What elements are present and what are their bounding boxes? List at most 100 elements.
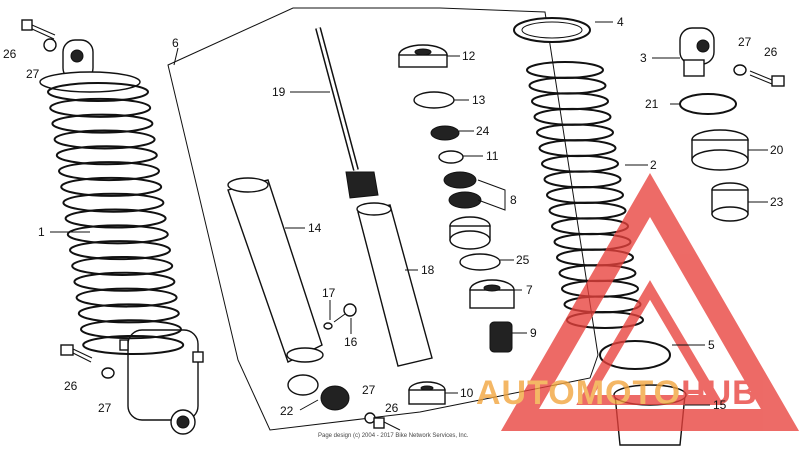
coil-turn [533, 107, 612, 126]
watermark-triangle-outer [500, 173, 800, 431]
coil-turn [536, 123, 614, 142]
label-part-27-top-left: 27 [26, 67, 40, 81]
washer-27-bottom-left [101, 367, 115, 379]
upper-mount-3 [679, 27, 715, 77]
washer-11 [438, 150, 464, 164]
label-part-8: 8 [510, 193, 517, 207]
label-part-4: 4 [617, 15, 624, 29]
label-part-22: 22 [280, 404, 294, 418]
coil-turn [526, 61, 604, 79]
coil-turn [77, 303, 180, 324]
bolt-26-center [373, 417, 401, 431]
piston-rod-19 [315, 27, 379, 199]
label-part-11: 11 [486, 149, 499, 163]
coil-turn [548, 201, 627, 220]
copyright-notice: Page design (c) 2004 - 2017 Bike Network… [318, 433, 469, 439]
label-part-5: 5 [708, 338, 715, 352]
coil-turn [528, 76, 607, 95]
coil-turn [58, 161, 160, 182]
label-part-9: 9 [530, 326, 537, 340]
ring-8a [443, 171, 477, 189]
bolt-26-bottom-left [60, 344, 93, 363]
ring-8b [448, 191, 482, 209]
bolt-26-top-left [21, 19, 56, 40]
coil-turn [64, 208, 167, 229]
spring-seat-12 [398, 44, 448, 68]
label-part-26-top-left: 26 [3, 47, 17, 61]
coil-turn [55, 145, 158, 166]
o-ring-21 [679, 93, 737, 115]
coil-turn [49, 97, 152, 118]
eye-bushing-22 [287, 374, 319, 396]
collar-8 [449, 216, 491, 250]
label-part-23: 23 [770, 195, 784, 209]
o-ring-25 [459, 253, 501, 271]
label-part-18: 18 [421, 263, 435, 277]
cylinder-14 [227, 177, 324, 363]
label-part-21: 21 [645, 97, 659, 111]
label-part-14: 14 [308, 221, 322, 235]
label-part-26-center: 26 [385, 401, 399, 415]
label-part-3: 3 [640, 51, 647, 65]
label-part-12: 12 [462, 49, 476, 63]
label-part-6: 6 [172, 36, 179, 50]
screw-16 [333, 303, 357, 323]
coil-turn [62, 192, 165, 213]
label-part-2: 2 [650, 158, 657, 172]
coil-turn [69, 240, 171, 261]
svg-text:AUTOMOTOHUB: AUTOMOTOHUB [476, 374, 758, 412]
label-part-16: 16 [344, 335, 358, 349]
label-part-1: 1 [38, 225, 45, 239]
piston-7 [469, 279, 515, 309]
watermark-text-hub: HUB [681, 374, 758, 412]
coil-turn [543, 170, 622, 189]
label-part-26-right: 26 [764, 45, 778, 59]
washer-27-top-left [43, 38, 57, 52]
coil-turn [71, 255, 174, 276]
seal-24 [430, 125, 460, 141]
label-part-27-bottom-left: 27 [98, 401, 112, 415]
coil-turn [60, 176, 163, 197]
washer-13 [413, 91, 455, 109]
label-part-27-right: 27 [738, 35, 752, 49]
washer-17 [323, 322, 333, 330]
coil-turn [66, 224, 169, 245]
label-part-25: 25 [516, 253, 530, 267]
coil-turn [546, 186, 624, 204]
coil-left [47, 82, 185, 355]
coil-turn [53, 129, 156, 150]
coil-turn [80, 319, 182, 340]
part-labels: 1 2 3 4 5 6 7 8 9 10 11 12 13 14 15 16 1… [3, 15, 784, 418]
coil-turn [75, 287, 178, 308]
coil-turn [538, 139, 617, 158]
coil-turn [82, 335, 185, 355]
label-part-24: 24 [476, 124, 490, 138]
damper-10 [408, 381, 446, 405]
seat-4-inner [521, 21, 583, 39]
tube-18 [356, 202, 433, 367]
bolt-26-right [749, 70, 785, 87]
label-part-19: 19 [272, 85, 286, 99]
watermark: AUTOMOTOHUB [476, 173, 800, 431]
label-part-26-bottom-left: 26 [64, 379, 78, 393]
label-part-7: 7 [526, 283, 533, 297]
label-part-13: 13 [472, 93, 486, 107]
spring-9 [489, 321, 513, 353]
assembled-shock-absorber [39, 39, 204, 435]
label-part-15: 15 [713, 398, 727, 412]
leader-lines [50, 21, 768, 411]
label-part-10: 10 [460, 386, 474, 400]
cap-20 [691, 129, 749, 171]
label-part-27-center: 27 [362, 383, 376, 397]
washer-27-right [733, 64, 747, 76]
coil-turn [73, 271, 176, 292]
coil-turn [47, 82, 149, 102]
label-part-20: 20 [770, 143, 784, 157]
bump-stop-23 [711, 182, 749, 222]
parts-group-frame [167, 7, 599, 431]
coil-turn [541, 154, 619, 173]
label-part-17: 17 [322, 286, 336, 300]
damper-22 [320, 385, 350, 411]
